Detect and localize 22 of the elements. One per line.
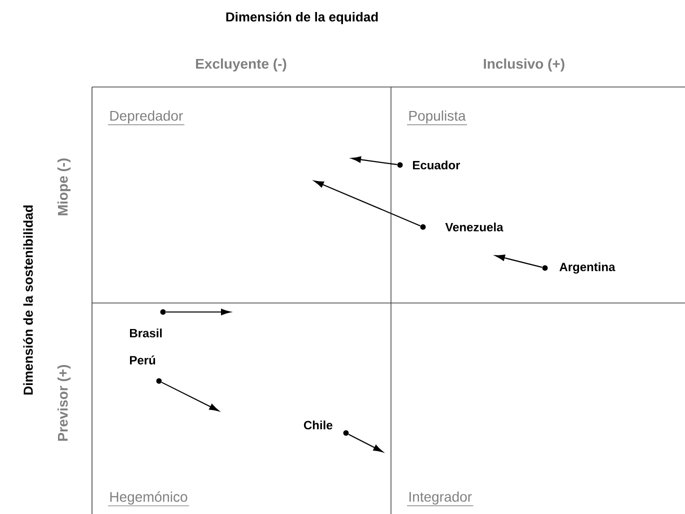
country-label: Ecuador: [413, 160, 460, 170]
quadrant-heading: Populista: [406, 110, 468, 126]
axis-category: Previsor (+): [57, 365, 71, 441]
arrow: [314, 180, 420, 226]
quadrant-heading: Integrador: [406, 491, 474, 506]
country-label: Brasil: [130, 328, 162, 338]
axis-title: Dimensión de la sostenibilidad: [23, 206, 33, 394]
country-label: Venezuela: [445, 222, 504, 232]
arrow: [161, 382, 219, 412]
axis-category: Inclusivo (+): [484, 58, 564, 72]
axis-title: Dimensión de la equidad: [226, 12, 378, 24]
arrow: [495, 254, 542, 268]
country-label: Argentina: [560, 262, 616, 274]
quadrant-heading: Depredador: [108, 110, 185, 126]
arrow: [351, 156, 398, 166]
quadrant-heading: Hegemónico: [108, 491, 190, 506]
arrow: [166, 308, 231, 316]
country-label: Chile: [304, 420, 332, 430]
axis-category: Miope (-): [57, 158, 71, 216]
axis-category: Excluyente (-): [196, 58, 286, 72]
country-label: Perú: [130, 356, 156, 364]
arrow: [348, 434, 383, 452]
